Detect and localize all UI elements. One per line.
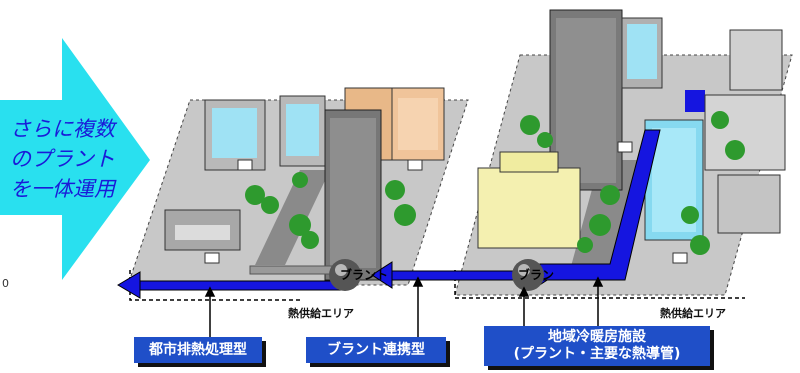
urban-heat-box: 都市排熱処理型 <box>134 337 262 363</box>
pipe-markers <box>204 141 688 264</box>
plant-right <box>512 259 544 291</box>
plant-left <box>329 259 361 291</box>
label-connectors <box>204 276 604 337</box>
area-label-left: 熱供給エリア <box>288 307 354 320</box>
area-label-right: 熱供給エリア <box>660 307 726 320</box>
left-trees <box>245 172 416 249</box>
urban-heat-label: 都市排熱処理型 <box>149 341 247 358</box>
plant-link-label: ブラント連携型 <box>327 341 425 358</box>
arrow-text-line2: のプラント <box>10 147 115 171</box>
arrow-text-line1: さらに複数 <box>10 117 115 141</box>
right-buildings <box>477 9 786 249</box>
cyan-arrow <box>0 38 150 280</box>
plant-label-left: ブラント <box>340 268 389 282</box>
plant-link-box: ブラント連携型 <box>306 337 446 363</box>
district-facility-line2: (プラント・主要な熱導管) <box>513 346 681 362</box>
arrow-text-line3: を一体運用 <box>10 177 115 201</box>
plant-label-right: ブラン <box>518 268 555 282</box>
district-facility-box: 地域冷暖房施設 (プラント・主要な熱導管) <box>484 326 710 366</box>
edge-glyph: 0 <box>2 277 9 290</box>
right-trees <box>520 111 745 255</box>
left-buildings <box>164 87 445 281</box>
district-facility-line1: 地域冷暖房施設 <box>548 329 646 345</box>
